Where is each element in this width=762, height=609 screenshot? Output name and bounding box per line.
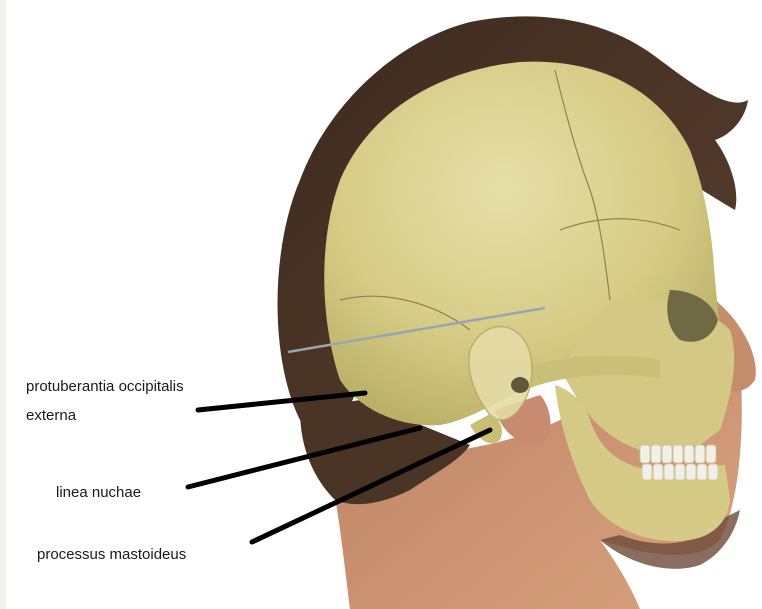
auditory-meatus	[511, 377, 529, 393]
page-edge	[0, 0, 6, 609]
label-protuberantia-occipitalis-line2: externa	[26, 406, 76, 425]
label-processus-mastoideus: processus mastoideus	[37, 545, 186, 564]
label-linea-nuchae: linea nuchae	[56, 483, 141, 502]
label-protuberantia-occipitalis-line1: protuberantia occipitalis	[26, 377, 184, 396]
